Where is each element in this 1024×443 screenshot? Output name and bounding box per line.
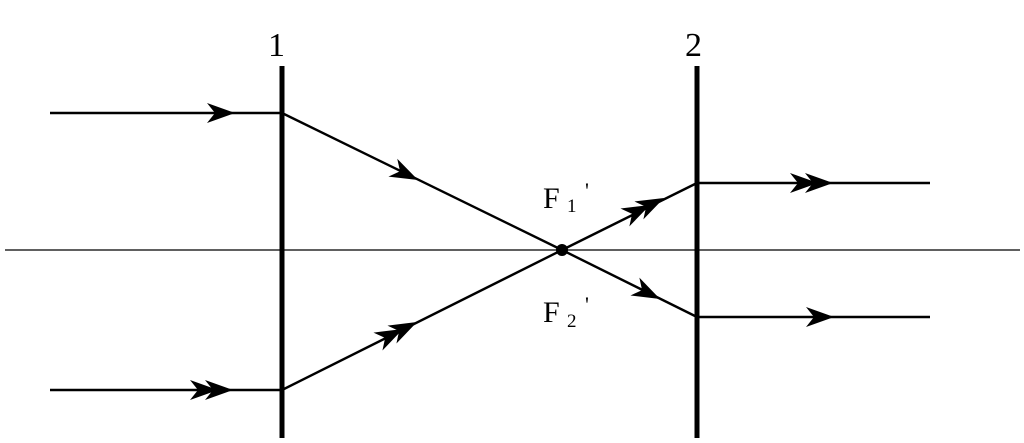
- focus-2-subscript: 2: [567, 311, 577, 332]
- focus-2-label: F: [543, 296, 560, 329]
- single-arrow-icon: [388, 158, 423, 189]
- ray-lower-diverging: [561, 248, 698, 319]
- ray-lower-converging: [281, 248, 563, 392]
- lens-2-label: 2: [685, 27, 702, 64]
- focal-point-dot: [556, 244, 568, 256]
- focus-2-prime: ': [585, 292, 589, 317]
- focus-1-prime: ': [585, 178, 589, 203]
- ray-upper-diverging: [561, 181, 698, 252]
- single-arrow-icon: [630, 277, 665, 308]
- lens-1-label: 1: [268, 27, 285, 64]
- ray-upper-converging: [281, 111, 563, 252]
- focus-1-subscript: 1: [567, 196, 577, 217]
- focus-1-label: F: [543, 182, 560, 215]
